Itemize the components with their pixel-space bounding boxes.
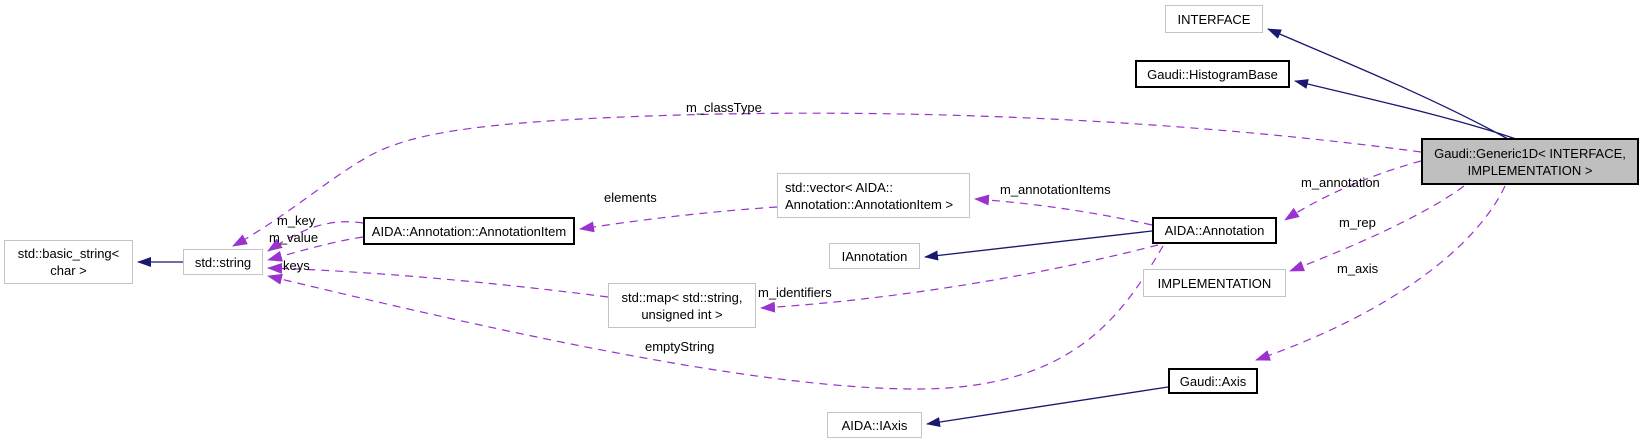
- node-gaudi-axis-label: Gaudi::Axis: [1179, 373, 1247, 389]
- node-aida-annotation[interactable]: AIDA::Annotation: [1152, 217, 1277, 244]
- edge-label-m-classtype: m_classType: [686, 100, 762, 115]
- node-gaudi-histogrambase-label: Gaudi::HistogramBase: [1147, 66, 1278, 82]
- edge-label-m-rep: m_rep: [1339, 215, 1376, 230]
- edge-axis-iaxis: [926, 386, 1169, 427]
- node-std-basic-string[interactable]: std::basic_string< char >: [4, 240, 133, 284]
- edge-label-elements: elements: [604, 190, 657, 205]
- edge-label-m-axis: m_axis: [1337, 261, 1379, 276]
- edge-m-value: [267, 236, 364, 262]
- node-std-map[interactable]: std::map< std::string, unsigned int >: [608, 283, 756, 328]
- edge-m-classtype: [232, 112, 1422, 247]
- edge-label-emptystring: emptyString: [645, 339, 715, 354]
- edge-keys: [267, 262, 609, 298]
- node-gaudi-generic1d-line2: IMPLEMENTATION >: [1467, 162, 1593, 178]
- node-std-vector-line1: std::vector< AIDA::: [785, 179, 894, 195]
- edge-label-m-key: m_key: [277, 213, 316, 228]
- edge-elements: [579, 206, 778, 233]
- node-gaudi-histogrambase[interactable]: Gaudi::HistogramBase: [1135, 60, 1290, 88]
- edge-generic1d-histogrambase: [1294, 79, 1517, 140]
- edge-label-m-value: m_value: [269, 230, 319, 245]
- node-gaudi-axis[interactable]: Gaudi::Axis: [1168, 368, 1258, 394]
- edge-m-axis: [1255, 185, 1506, 361]
- node-std-string[interactable]: std::string: [183, 249, 263, 275]
- node-std-basic-string-line1: std::basic_string<: [17, 246, 120, 261]
- node-gaudi-generic1d-line1: Gaudi::Generic1D< INTERFACE,: [1434, 145, 1626, 161]
- node-std-basic-string-line2: char >: [50, 263, 87, 278]
- usage-edges: [232, 112, 1506, 390]
- node-annotationitem-label: AIDA::Annotation::AnnotationItem: [371, 223, 567, 239]
- node-implementation-label: IMPLEMENTATION: [1157, 275, 1272, 291]
- edge-m-key: [267, 221, 364, 252]
- edge-label-m-annotationitems: m_annotationItems: [1000, 182, 1111, 197]
- node-std-vector-line2: Annotation::AnnotationItem >: [785, 196, 954, 212]
- node-iannotation-label: IAnnotation: [841, 248, 908, 264]
- node-std-map-line1: std::map< std::string,: [621, 289, 743, 305]
- node-interface[interactable]: INTERFACE: [1165, 5, 1263, 33]
- edge-m-annotation: [1284, 160, 1422, 221]
- edge-m-identifiers: [760, 244, 1159, 313]
- node-std-string-label: std::string: [194, 254, 252, 270]
- node-iannotation[interactable]: IAnnotation: [829, 243, 920, 269]
- node-implementation[interactable]: IMPLEMENTATION: [1143, 269, 1286, 297]
- node-aida-iaxis[interactable]: AIDA::IAxis: [827, 412, 922, 438]
- edge-label-m-identifiers: m_identifiers: [758, 285, 832, 300]
- node-aida-annotation-label: AIDA::Annotation: [1164, 223, 1265, 238]
- inheritance-edges: [137, 28, 1517, 427]
- node-aida-annotation-annotationitem[interactable]: AIDA::Annotation::AnnotationItem: [363, 217, 575, 245]
- edge-label-m-annotation: m_annotation: [1301, 175, 1380, 190]
- node-gaudi-generic1d[interactable]: Gaudi::Generic1D< INTERFACE, IMPLEMENTAT…: [1421, 138, 1639, 185]
- edge-m-annotationitems: [974, 194, 1153, 226]
- edge-emptystring: [267, 245, 1164, 390]
- node-aida-iaxis-label: AIDA::IAxis: [841, 417, 908, 433]
- node-interface-label: INTERFACE: [1177, 11, 1251, 27]
- node-std-vector-annotationitem[interactable]: std::vector< AIDA:: Annotation::Annotati…: [777, 173, 970, 218]
- edge-annotation-iannotation: [924, 230, 1153, 261]
- edge-generic1d-interface: [1267, 28, 1509, 140]
- edge-m-rep: [1289, 185, 1465, 272]
- edge-label-keys: keys: [283, 258, 310, 273]
- node-std-map-line2: unsigned int >: [641, 306, 723, 322]
